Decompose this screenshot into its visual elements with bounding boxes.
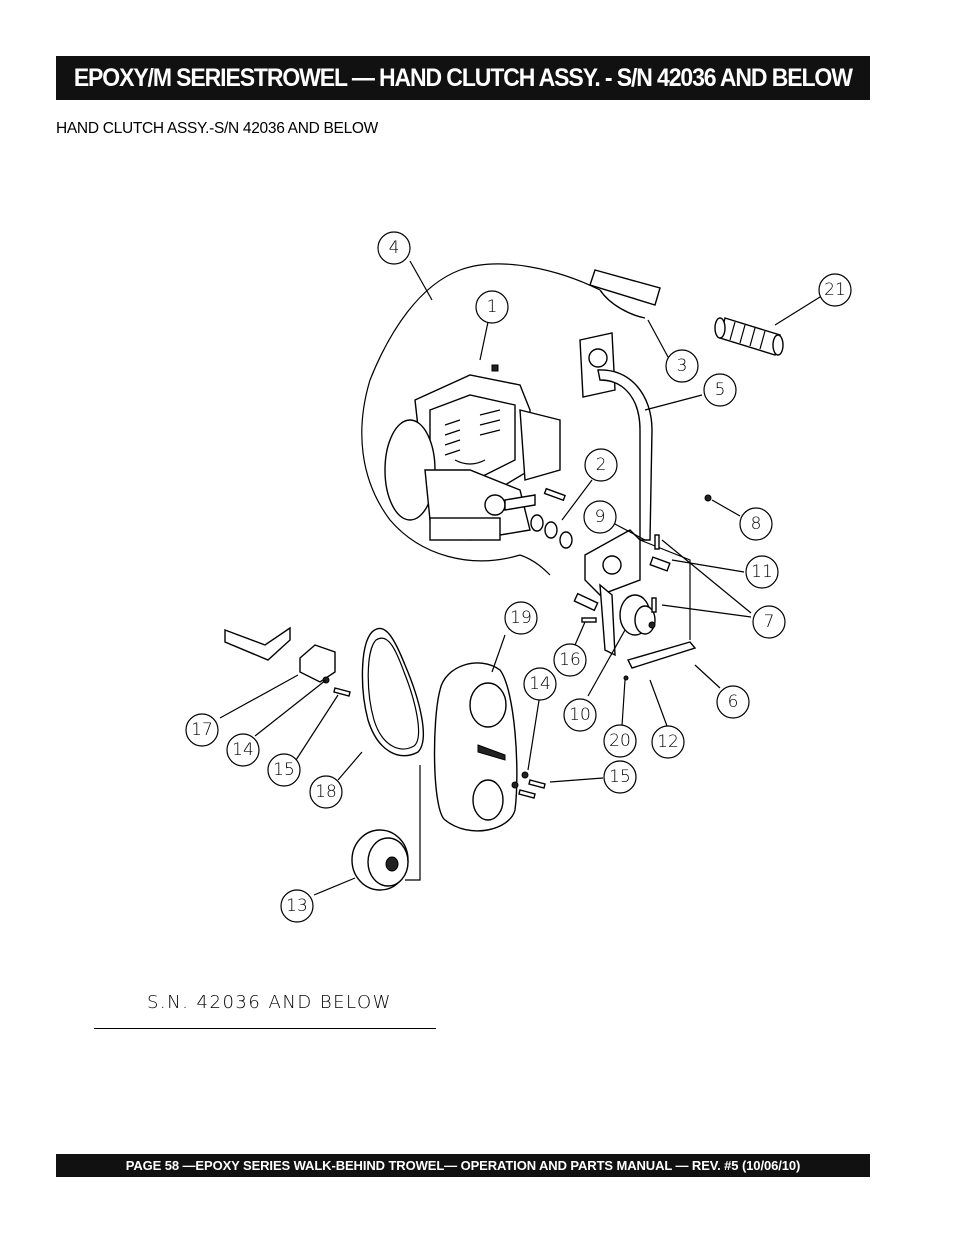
- clutch-plate: [584, 529, 691, 657]
- callout-4: 4: [377, 231, 411, 265]
- svg-text:21: 21: [824, 280, 846, 300]
- handle-grip: [589, 269, 784, 356]
- svg-text:1: 1: [487, 297, 498, 317]
- svg-text:3: 3: [677, 356, 688, 376]
- serial-number-label: S.N. 42036 AND BELOW: [147, 992, 392, 1013]
- section-subtitle: HAND CLUTCH ASSY.-S/N 42036 AND BELOW: [56, 120, 378, 137]
- callout-6: 6: [716, 685, 750, 719]
- svg-text:11: 11: [751, 562, 773, 582]
- callout-13: 13: [280, 889, 314, 923]
- callout-15a: 15: [267, 753, 301, 787]
- callout-21: 21: [818, 273, 852, 307]
- belt-guard: [433, 662, 546, 832]
- callout-19: 19: [504, 601, 538, 635]
- svg-text:15: 15: [273, 760, 295, 780]
- callout-18: 18: [309, 775, 343, 809]
- hardware-bits: [530, 487, 712, 681]
- svg-text:9: 9: [595, 507, 606, 527]
- callout-8: 8: [739, 507, 773, 541]
- serial-number-underline: [94, 1028, 436, 1029]
- svg-text:14: 14: [529, 674, 551, 694]
- angle-bracket: [224, 626, 351, 697]
- callout-15b: 15: [603, 760, 637, 794]
- callout-11: 11: [745, 555, 779, 589]
- belt: [361, 627, 425, 757]
- svg-text:20: 20: [609, 731, 631, 751]
- callout-14b: 14: [226, 733, 260, 767]
- svg-text:2: 2: [596, 455, 607, 475]
- footer-text: PAGE 58 —EPOXY SERIES WALK-BEHIND TROWEL…: [125, 1158, 801, 1173]
- svg-text:7: 7: [764, 612, 775, 632]
- callout-20: 20: [603, 724, 637, 758]
- callout-1: 1: [475, 290, 509, 324]
- callout-2: 2: [584, 448, 618, 482]
- callout-9: 9: [583, 500, 617, 534]
- engine-part: [384, 364, 561, 541]
- svg-text:8: 8: [751, 514, 762, 534]
- callout-12: 12: [651, 725, 685, 759]
- callout-16: 16: [553, 643, 587, 677]
- svg-text:19: 19: [510, 608, 532, 628]
- svg-text:15: 15: [609, 767, 631, 787]
- page-title-bar: EPOXY/M SERIESTROWEL — HAND CLUTCH ASSY.…: [56, 56, 870, 100]
- callout-10: 10: [563, 698, 597, 732]
- page-title: EPOXY/M SERIESTROWEL — HAND CLUTCH ASSY.…: [74, 63, 853, 92]
- clutch-cable: [361, 263, 601, 562]
- svg-text:17: 17: [191, 720, 213, 740]
- svg-text:4: 4: [389, 238, 400, 258]
- callout-14a: 14: [523, 667, 557, 701]
- svg-text:14: 14: [232, 740, 254, 760]
- svg-text:16: 16: [559, 650, 581, 670]
- svg-text:13: 13: [286, 896, 308, 916]
- callout-17: 17: [185, 713, 219, 747]
- callout-7: 7: [752, 605, 786, 639]
- bracket-arm: [579, 332, 653, 541]
- svg-text:18: 18: [315, 782, 337, 802]
- page-footer: PAGE 58 —EPOXY SERIES WALK-BEHIND TROWEL…: [56, 1154, 870, 1177]
- pulley: [351, 829, 409, 891]
- callout-3: 3: [665, 349, 699, 383]
- svg-text:12: 12: [657, 732, 679, 752]
- svg-text:5: 5: [715, 380, 726, 400]
- callout-5: 5: [703, 373, 737, 407]
- svg-text:10: 10: [569, 705, 591, 725]
- svg-text:6: 6: [728, 692, 739, 712]
